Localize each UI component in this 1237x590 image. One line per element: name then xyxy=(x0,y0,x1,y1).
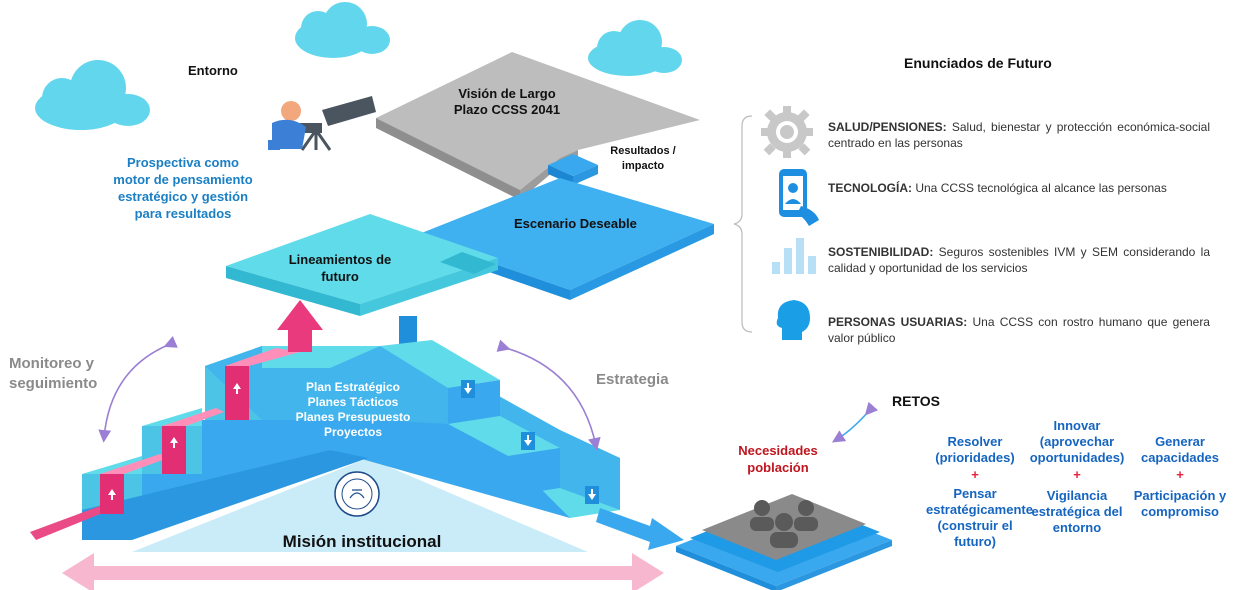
enunciado-text: Una CCSS con rostro humano que genera va… xyxy=(828,315,1210,345)
enunciado-text: Salud, bienestar y protección económica-… xyxy=(828,120,1210,150)
population-platform xyxy=(676,494,892,590)
reto-plus: + xyxy=(1073,467,1081,482)
reto-resolver: Resolver (prioridades) xyxy=(935,434,1015,465)
lineamientos-label: Lineamientos de futuro xyxy=(288,252,392,284)
retos-link-arrow xyxy=(831,401,879,443)
escenario-label: Escenario Deseable xyxy=(514,216,637,231)
cloud-icon xyxy=(35,60,150,130)
enunciados-title: Enunciados de Futuro xyxy=(904,55,1052,71)
enunciado-tecnologia: TECNOLOGÍA: Una CCSS tecnológica al alca… xyxy=(828,180,1210,196)
estrategia-label: Estrategia xyxy=(596,371,669,388)
reto-generar: Generar capacidades xyxy=(1140,434,1220,465)
enunciados-bracket xyxy=(733,115,753,333)
gear-icon xyxy=(761,106,813,158)
entorno-label: Entorno xyxy=(188,63,238,78)
planes-presupuesto-label: Planes Presupuesto xyxy=(295,410,411,424)
enunciado-text: Una CCSS tecnológica al alcance las pers… xyxy=(915,181,1167,195)
people-group-icon xyxy=(750,500,818,548)
enunciado-head: TECNOLOGÍA: xyxy=(828,181,912,195)
enunciado-salud: SALUD/PENSIONES: Salud, bienestar y prot… xyxy=(828,119,1210,151)
bar-chart-icon xyxy=(772,238,816,274)
human-head-icon xyxy=(776,300,810,340)
resultados-label: Resultados / impacto xyxy=(610,145,676,172)
enunciado-sostenibilidad: SOSTENIBILIDAD: Seguros sostenibles IVM … xyxy=(828,244,1210,276)
reto-plus: + xyxy=(1176,467,1184,482)
telescope-person-icon xyxy=(268,96,376,151)
reto-innovar: Innovar (aprovechar oportunidades) xyxy=(1029,418,1125,465)
retos-title: RETOS xyxy=(892,393,940,409)
prospectiva-label: Prospectiva como motor de pensamiento es… xyxy=(113,155,253,221)
planes-tacticos-label: Planes Tácticos xyxy=(307,395,399,409)
estrategia-cycle-arrow xyxy=(496,339,601,451)
reto-vigilancia: Vigilancia estratégica del entorno xyxy=(1031,488,1123,535)
enunciado-head: SALUD/PENSIONES: xyxy=(828,120,947,134)
vision-label: Visión de Largo Plazo CCSS 2041 xyxy=(453,86,561,117)
resultados-block xyxy=(548,154,598,185)
mision-double-arrow xyxy=(62,553,664,590)
reto-pensar: Pensar estratégicamente (construir el fu… xyxy=(926,486,1033,549)
mobile-user-icon xyxy=(779,169,819,226)
pink-progress-path xyxy=(30,300,323,540)
monitoreo-label: Monitoreo y seguimiento xyxy=(9,355,98,392)
enunciado-personas: PERSONAS USUARIAS: Una CCSS con rostro h… xyxy=(828,314,1210,346)
enunciado-text: Seguros sostenibles IVM y SEM consideran… xyxy=(828,245,1210,275)
reto-participacion: Participación y compromiso xyxy=(1133,488,1227,519)
proyectos-label: Proyectos xyxy=(323,425,383,439)
reto-plus: + xyxy=(971,467,979,482)
vision-platform xyxy=(376,52,700,200)
cloud-icon xyxy=(588,20,682,76)
exit-arrow xyxy=(596,508,684,550)
plan-estrategico-label: Plan Estratégico xyxy=(305,380,401,394)
mision-label: Misión institucional xyxy=(282,532,442,551)
seal-icon xyxy=(334,471,380,517)
plans-list: Plan Estratégico Planes Tácticos Planes … xyxy=(283,380,423,440)
monitoreo-cycle-arrow xyxy=(98,335,178,443)
enunciado-head: SOSTENIBILIDAD: xyxy=(828,245,934,259)
lineamientos-platform xyxy=(226,214,498,316)
cloud-icon xyxy=(295,2,390,58)
enunciado-head: PERSONAS USUARIAS: xyxy=(828,315,968,329)
necesidades-label: Necesidades población xyxy=(738,443,818,475)
